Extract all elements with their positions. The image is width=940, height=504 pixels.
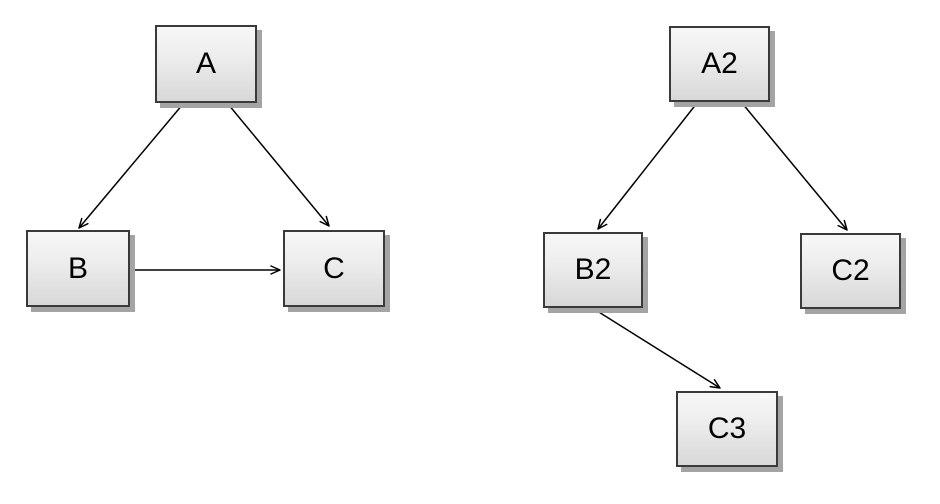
node-C3[interactable]: C3 [676,391,778,467]
node-label-C3: C3 [707,412,747,445]
node-label-C2: C2 [831,254,870,287]
node-label-A2: A2 [701,47,738,80]
node-A2[interactable]: A2 [669,26,770,102]
node-C[interactable]: C [283,230,385,307]
node-label-C: C [323,251,345,285]
node-label-A: A [195,47,216,80]
node-C2[interactable]: C2 [800,233,901,309]
node-label-B: B [67,251,88,285]
node-B[interactable]: B [26,230,130,307]
node-B2[interactable]: B2 [543,232,643,308]
node-A[interactable]: A [155,25,257,103]
node-label-B2: B2 [574,253,612,286]
